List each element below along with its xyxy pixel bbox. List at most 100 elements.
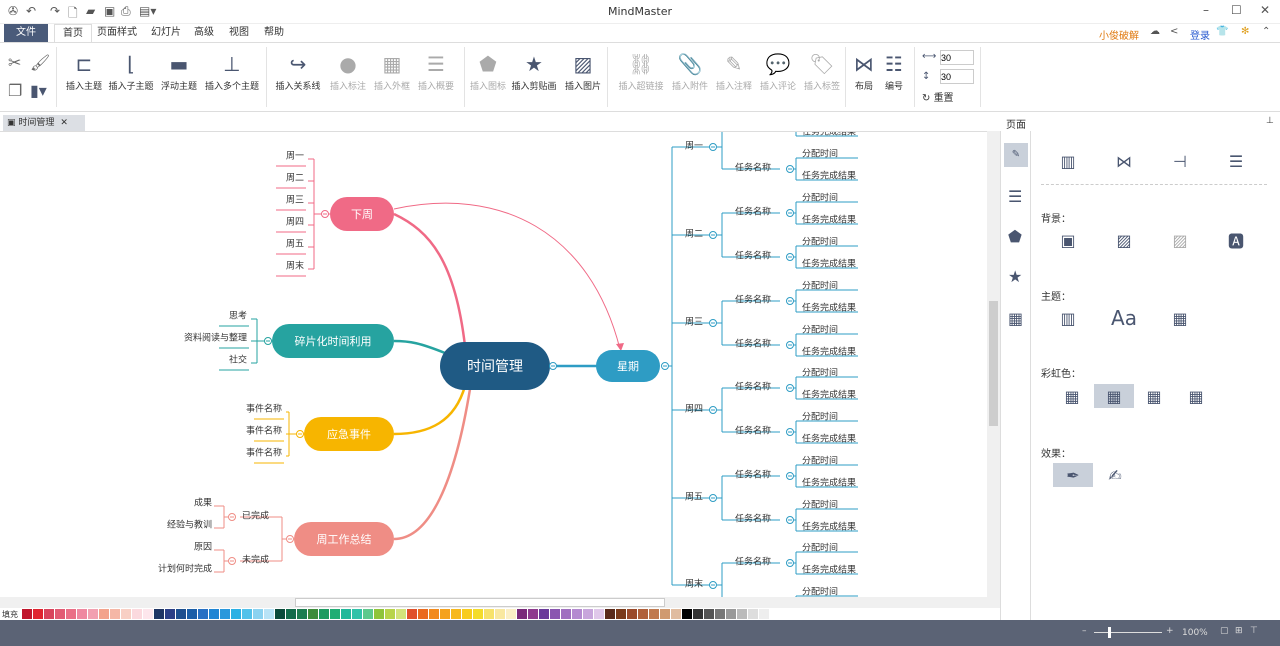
leaf-topic[interactable]: 社交 [229, 354, 247, 366]
task-detail[interactable]: 分配时间 [802, 455, 838, 467]
leaf-topic[interactable]: 周三 [286, 195, 304, 206]
color-swatch[interactable] [594, 609, 604, 619]
user-name[interactable]: 小俊破解 [1099, 31, 1139, 42]
color-swatch[interactable] [484, 609, 494, 619]
summary-group[interactable]: 未完成 [242, 554, 269, 566]
task-topic[interactable]: 任务名称 [735, 381, 771, 393]
insert-multiple-topics-button[interactable]: ⊥插入多个主题 [202, 49, 262, 92]
color-swatch[interactable] [418, 609, 428, 619]
color-swatch[interactable] [176, 609, 186, 619]
color-swatch[interactable] [110, 609, 120, 619]
summary-group[interactable]: 已完成 [242, 510, 269, 522]
task-detail[interactable]: 任务完成结果 [802, 214, 856, 226]
color-swatch[interactable] [264, 609, 274, 619]
topic-weekly-summary[interactable] [294, 522, 394, 556]
color-swatch[interactable] [165, 609, 175, 619]
task-detail[interactable]: 分配时间 [802, 148, 838, 160]
app-logo-icon[interactable]: ✇ [8, 4, 19, 18]
day-topic[interactable]: 周一 [685, 141, 703, 152]
color-swatch[interactable] [440, 609, 450, 619]
topic-emergency[interactable] [304, 417, 394, 451]
color-swatch[interactable] [308, 609, 318, 619]
leaf-topic[interactable]: 周五 [286, 239, 304, 250]
color-swatch[interactable] [286, 609, 296, 619]
presentation-icon[interactable]: ⊤ [1250, 626, 1258, 636]
mindmap-canvas[interactable]: 下周周一周二周三周四周五周末碎片化时间利用思考资料阅读与整理社交应急事件事件名称… [0, 131, 987, 597]
color-swatch[interactable] [330, 609, 340, 619]
hand-drawn-off-icon[interactable]: ✒ [1053, 463, 1093, 487]
insert-callout-button[interactable]: ●插入标注 [322, 49, 374, 92]
color-swatch[interactable] [660, 609, 670, 619]
topic-next-week-label[interactable]: 下周 [351, 208, 373, 221]
fit-page-icon[interactable]: ▢ [1220, 626, 1229, 636]
color-swatch[interactable] [88, 609, 98, 619]
color-swatch[interactable] [319, 609, 329, 619]
color-swatch[interactable] [132, 609, 142, 619]
leaf-topic[interactable]: 周二 [286, 173, 304, 184]
day-topic[interactable]: 周二 [685, 229, 703, 240]
color-swatch[interactable] [473, 609, 483, 619]
task-topic[interactable]: 任务名称 [735, 425, 771, 437]
task-detail[interactable]: 任务完成结果 [802, 521, 856, 533]
color-swatch[interactable] [407, 609, 417, 619]
hand-drawn-on-icon[interactable]: ✍ [1108, 465, 1122, 485]
paste-icon[interactable]: ▮▾ [30, 81, 47, 100]
cut-icon[interactable]: ✂ [8, 53, 22, 72]
task-detail[interactable]: 分配时间 [802, 542, 838, 554]
color-swatch[interactable] [187, 609, 197, 619]
tab-help[interactable]: 帮助 [264, 27, 284, 38]
task-topic[interactable]: 任务名称 [735, 469, 771, 481]
icon-library-icon[interactable]: ⬟ [1008, 227, 1022, 246]
insert-subtopic-button[interactable]: ⌊插入子主题 [103, 49, 159, 92]
color-swatch[interactable] [99, 609, 109, 619]
task-detail[interactable]: 分配时间 [802, 192, 838, 204]
topic-next-week[interactable] [330, 197, 394, 231]
color-swatch[interactable] [220, 609, 230, 619]
insert-icon-button[interactable]: ⬟插入图标 [462, 49, 514, 92]
task-detail[interactable]: 任务完成结果 [802, 564, 856, 576]
central-topic-label[interactable]: 时间管理 [467, 359, 523, 375]
insert-note-button[interactable]: ✎插入注释 [708, 49, 760, 92]
leaf-topic[interactable]: 成果 [194, 497, 212, 509]
task-icon[interactable]: ▦ [1008, 309, 1024, 328]
day-topic[interactable]: 周四 [685, 404, 703, 415]
format-painter-icon[interactable]: 🖌 [30, 53, 51, 72]
bg-texture-icon[interactable]: ▨ [1116, 230, 1132, 250]
color-swatch[interactable] [583, 609, 593, 619]
task-detail[interactable]: 任务完成结果 [802, 389, 856, 401]
save-icon[interactable]: ▣ [104, 4, 116, 18]
color-swatch[interactable] [605, 609, 615, 619]
topic-week-label[interactable]: 星期 [617, 360, 639, 373]
page-format-icon[interactable]: ✎ [1004, 143, 1028, 167]
rainbow-option-icon[interactable]: ▦ [1188, 386, 1204, 406]
open-icon[interactable]: ▰ [86, 4, 96, 18]
theme-icon[interactable]: ▥ [1060, 308, 1076, 328]
color-swatch[interactable] [616, 609, 626, 619]
color-swatch[interactable] [154, 609, 164, 619]
color-swatch[interactable] [726, 609, 736, 619]
topic-emergency-label[interactable]: 应急事件 [327, 427, 371, 441]
insert-tag-button[interactable]: 🏷插入标签 [796, 49, 848, 92]
task-detail[interactable]: 分配时间 [802, 236, 838, 248]
menu-file[interactable]: 文件 [4, 24, 48, 42]
apps-icon[interactable]: ✻ [1241, 26, 1250, 37]
color-swatch[interactable] [66, 609, 76, 619]
color-swatch[interactable] [682, 609, 692, 619]
reset-button[interactable]: ↻ 重置 [922, 93, 954, 104]
task-detail[interactable]: 分配时间 [802, 324, 838, 336]
tree-structure-icon[interactable]: ⊣ [1173, 151, 1187, 171]
color-swatch[interactable] [44, 609, 54, 619]
color-swatch[interactable] [715, 609, 725, 619]
tab-page-style[interactable]: 页面样式 [97, 27, 137, 38]
task-detail[interactable]: 分配时间 [802, 411, 838, 423]
skin-icon[interactable]: 👕 [1216, 26, 1229, 37]
task-detail[interactable]: 分配时间 [802, 499, 838, 511]
pin-icon[interactable]: ⊥ [1266, 116, 1274, 126]
color-swatch[interactable] [231, 609, 241, 619]
topic-weekly-summary-label[interactable]: 周工作总结 [317, 532, 372, 546]
insert-hyperlink-button[interactable]: ⛓插入超链接 [614, 49, 668, 92]
export-icon[interactable]: ▤▾ [139, 4, 157, 18]
leaf-topic[interactable]: 资料阅读与整理 [184, 332, 247, 344]
color-swatch[interactable] [671, 609, 681, 619]
color-swatch[interactable] [748, 609, 758, 619]
